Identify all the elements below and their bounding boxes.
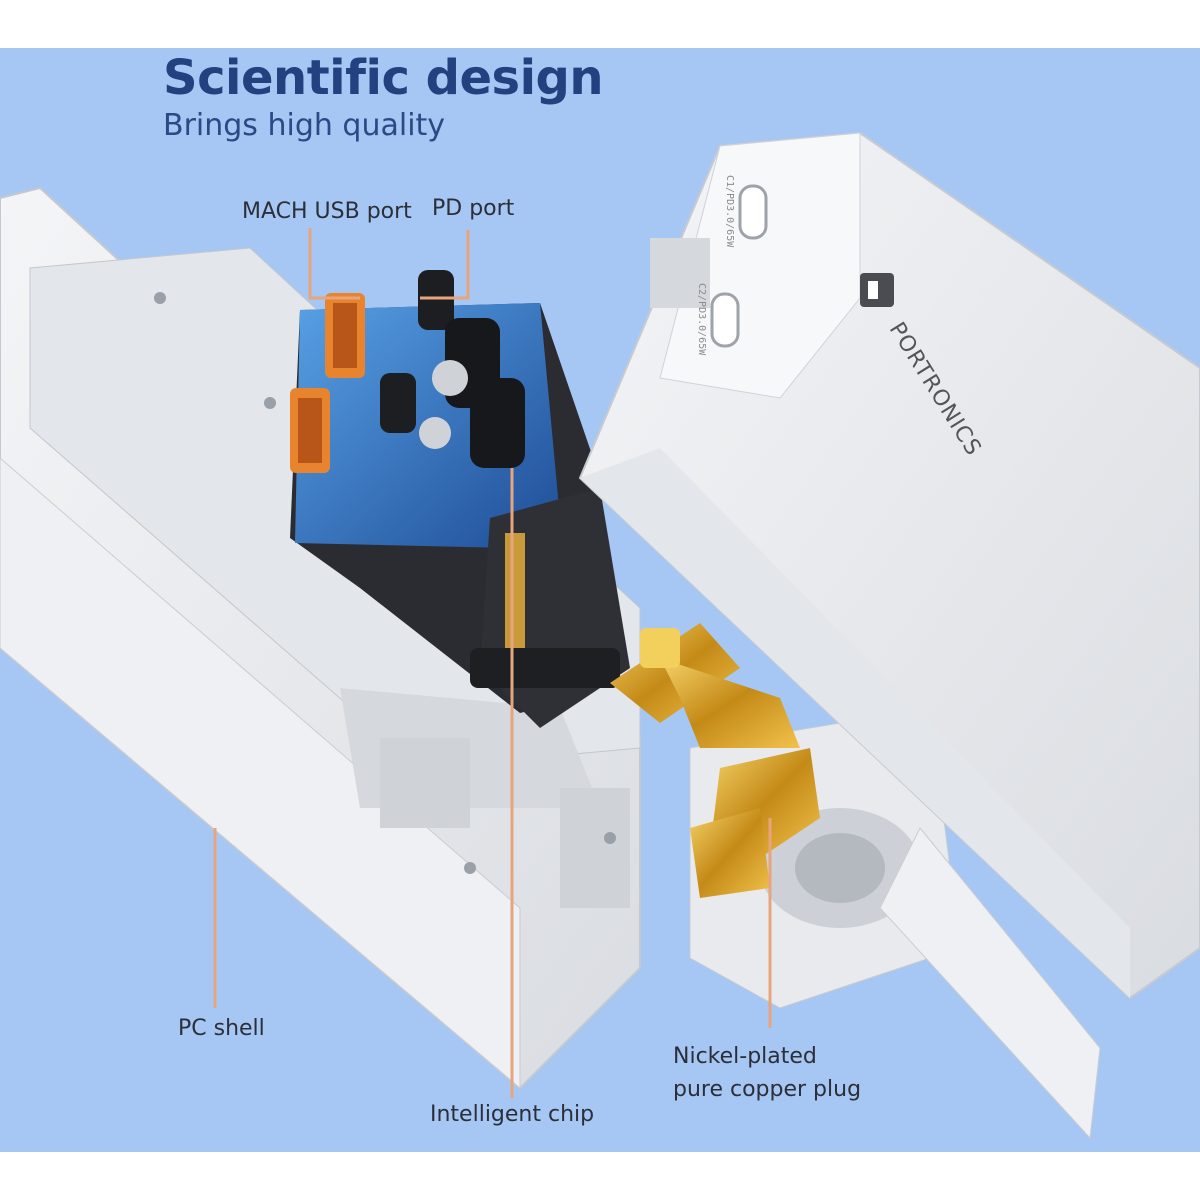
callout-pc-shell: PC shell — [178, 1016, 265, 1041]
callout-plug-line-2: pure copper plug — [673, 1077, 862, 1102]
usb-c-port-icon — [710, 292, 740, 348]
exploded-charger-drawing — [0, 48, 1200, 1152]
usb-c-port-icon — [418, 270, 454, 330]
usb-c-port-icon — [738, 184, 768, 240]
product-illustration — [0, 48, 1200, 1152]
leader-lines — [213, 228, 772, 1098]
page-title: Scientific design — [163, 50, 604, 106]
top-cover — [578, 131, 1200, 1000]
page-subtitle: Brings high quality — [163, 108, 446, 143]
port-c1-label: C1/PD3.0/65W — [724, 175, 735, 248]
callout-plug-line-1: Nickel-plated — [673, 1044, 817, 1069]
callout-mach-usb-port: MACH USB port — [242, 199, 412, 224]
callout-pd-port: PD port — [432, 196, 515, 221]
callout-intelligent-chip: Intelligent chip — [430, 1102, 595, 1127]
usb-c-port-icon — [380, 373, 416, 433]
port-c2-label: C2/PD3.0/65W — [696, 283, 707, 356]
pcb-assembly — [290, 270, 630, 728]
copper-plug — [610, 623, 820, 898]
